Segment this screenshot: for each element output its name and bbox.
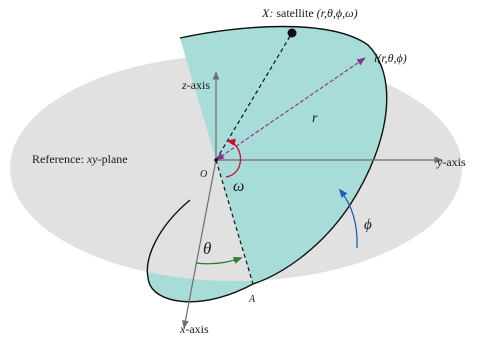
y-axis-label-italic: y (436, 155, 443, 169)
point-a-label: A (248, 294, 256, 305)
node-line-dashed (215, 159, 254, 285)
r-label: r (312, 111, 318, 126)
theta-arc (195, 257, 243, 265)
satellite-label-prefix: X: (261, 6, 273, 20)
orbit-outline (146, 25, 388, 303)
satellite-label-word: satellite (273, 6, 316, 20)
r-vector (215, 57, 366, 161)
satellite-label: X: satellite (r,θ,ϕ,ω) (261, 6, 358, 20)
z-axis-label: z-axis (181, 78, 210, 92)
origin-label: O (200, 169, 207, 180)
y-axis-label: y-axis (436, 155, 466, 169)
x-axis-label-rest: -axis (185, 322, 209, 336)
satellite-label-tuple: (r,θ,ϕ,ω) (317, 6, 358, 20)
x-axis-label-italic: x (179, 322, 186, 336)
l-point-label: l(r,θ,ϕ) (374, 51, 407, 65)
origin-point (214, 158, 218, 162)
omega-label: ω (233, 178, 244, 195)
omega-arc (225, 138, 241, 178)
theta-label: θ (203, 239, 211, 258)
reference-plane-label-italic: xy (86, 152, 98, 166)
y-axis-label-rest: -axis (442, 155, 466, 169)
satellite-point (287, 28, 297, 38)
z-axis-label-rest: -axis (187, 78, 211, 92)
z-axis-label-italic: z (181, 78, 187, 92)
x-axis-label: x-axis (179, 322, 209, 336)
reference-plane-label: Reference: xy-plane (32, 152, 128, 166)
phi-arc (338, 188, 358, 249)
reference-plane-label-prefix: Reference: (32, 152, 87, 166)
reference-plane-label-rest: -plane (98, 152, 128, 166)
x-axis-line (182, 159, 217, 329)
phi-label: ϕ (364, 217, 372, 233)
